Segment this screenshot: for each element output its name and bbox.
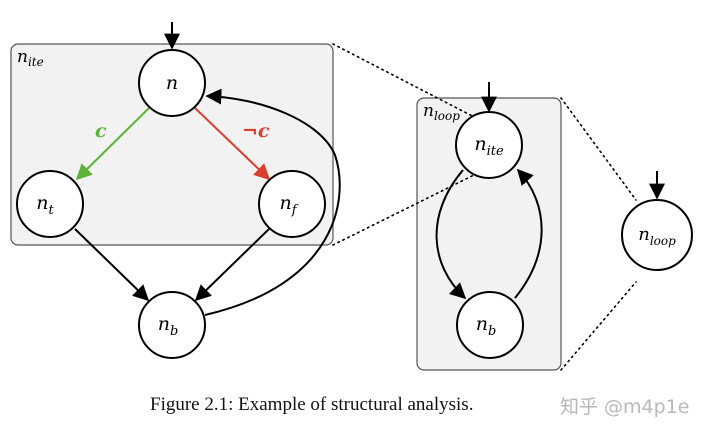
edge-nf-to-nb <box>194 228 270 302</box>
figure-caption: Figure 2.1: Example of structural analys… <box>150 394 474 415</box>
node-nf-label: nf <box>279 192 298 218</box>
node-nloop <box>621 199 693 271</box>
node-nf <box>258 170 326 238</box>
edge-false-branch <box>194 107 271 181</box>
node-nt <box>16 170 84 238</box>
node-n <box>138 49 206 117</box>
node-loop-b <box>456 291 524 359</box>
zoom-line-loop-bottom <box>560 281 637 371</box>
node-loop-b-label: nb <box>476 313 497 339</box>
node-loop-ite-label: nite <box>474 133 504 159</box>
node-nloop-label: nloop <box>638 224 676 248</box>
zoom-line-loop-top <box>560 97 637 201</box>
edge-true-branch <box>75 107 150 181</box>
watermark: 知乎 @m4p1e <box>560 396 690 418</box>
edge-label-false: ¬c <box>242 120 270 142</box>
node-nb <box>138 291 206 359</box>
loop-region-label: nloop <box>423 101 460 123</box>
edge-loop-b-to-ite <box>514 168 543 299</box>
node-nb-label: nb <box>158 313 179 339</box>
node-n-label: n <box>166 72 178 94</box>
node-nt-label: nt <box>36 192 54 218</box>
edge-nb-back-to-n <box>204 88 341 316</box>
node-loop-ite <box>455 111 523 179</box>
zoom-line-ite-top <box>332 43 481 121</box>
edge-nt-to-nb <box>74 228 150 302</box>
ite-region-label: nite <box>17 47 44 69</box>
zoom-line-ite-bottom <box>332 171 481 246</box>
edge-loop-ite-to-b <box>435 169 467 300</box>
edge-label-true: c <box>95 120 107 142</box>
